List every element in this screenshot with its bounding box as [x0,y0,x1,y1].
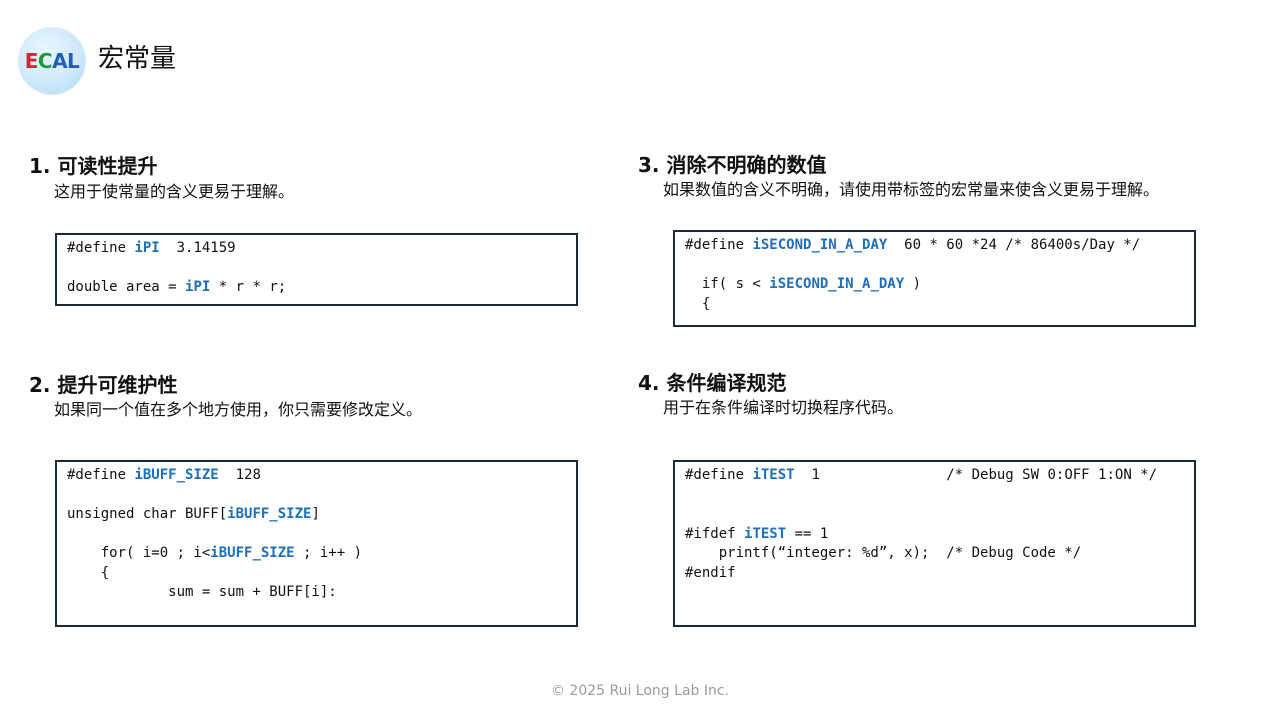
code-text: == 1 [786,525,829,542]
code-text: * r * r; [210,279,287,295]
code-text: ; i++ ) [294,545,363,561]
logo-letter: L [67,49,80,73]
code-line: unsigned char BUFF[iBUFF_SIZE] [67,505,566,525]
code-block: #define iTEST 1 /* Debug SW 0:OFF 1:ON *… [673,460,1196,627]
logo-letter: E [24,49,39,73]
code-text: unsigned char BUFF[ [67,506,228,522]
code-line [685,486,1184,506]
code-text: #define [67,467,135,483]
code-block: #define iBUFF_SIZE 128 unsigned char BUF… [55,460,578,627]
code-line: for( i=0 ; i<iBUFF_SIZE ; i++ ) [67,544,566,564]
code-line: #define iSECOND_IN_A_DAY 60 * 60 *24 /* … [685,236,1184,256]
code-line [67,486,566,506]
code-text: ) [904,276,922,292]
macro-name: iBUFF_SIZE [210,545,295,561]
section-description: 如果数值的含义不明确，请使用带标签的宏常量来使含义更易于理解。 [663,180,1160,199]
code-text: #ifdef [685,525,745,542]
macro-name: iPI [185,279,211,295]
code-line: #define iPI 3.14159 [67,239,566,259]
code-text: 1 /* Debug SW 0:OFF 1:ON */ [794,467,1158,483]
code-line: #endif [685,564,1184,584]
code-text: 128 [218,467,261,483]
macro-name: iSECOND_IN_A_DAY [769,276,905,292]
logo-letter: A [52,49,68,73]
macro-name: iTEST [752,467,795,483]
code-line: sum = sum + BUFF[i]: [67,583,566,603]
section-heading: 4. 条件编译规范 [638,371,787,395]
code-line: #ifdef iTEST == 1 [685,525,1184,545]
code-line [67,259,566,279]
code-line [685,256,1184,276]
macro-name: iBUFF_SIZE [134,467,219,483]
code-block: #define iPI 3.14159 double area = iPI * … [55,233,578,306]
logo-letter: C [37,49,53,73]
code-text: #define [685,467,753,483]
code-text: #define [67,240,135,256]
code-line: #define iTEST 1 /* Debug SW 0:OFF 1:ON *… [685,466,1184,486]
macro-name: iBUFF_SIZE [227,506,312,522]
code-text: #define [685,237,753,253]
code-text: { [67,564,110,581]
code-line: { [67,564,566,584]
section-description: 这用于使常量的含义更易于理解。 [54,182,295,201]
code-line: { [685,295,1184,315]
page-title: 宏常量 [98,44,177,74]
section-heading: 1. 可读性提升 [29,154,158,178]
section-description: 用于在条件编译时切换程序代码。 [663,398,904,417]
macro-name: iTEST [744,525,787,542]
code-block: #define iSECOND_IN_A_DAY 60 * 60 *24 /* … [673,230,1196,327]
section-description: 如果同一个值在多个地方使用，你只需要修改定义。 [54,400,423,419]
code-text: ] [311,506,320,522]
copyright-footer: © 2025 Rui Long Lab Inc. [550,683,730,699]
section-heading: 3. 消除不明确的数值 [638,153,827,177]
code-text: { [685,295,711,312]
macro-name: iSECOND_IN_A_DAY [752,237,888,253]
code-text: if( s < [685,276,770,292]
code-text: 60 * 60 *24 /* 86400s/Day */ [887,237,1141,253]
code-line: if( s < iSECOND_IN_A_DAY ) [685,275,1184,295]
code-line: printf(“integer: %d”, x); /* Debug Code … [685,544,1184,564]
code-text: sum = sum + BUFF[i]: [67,584,337,600]
code-text: 3.14159 [159,240,236,256]
code-line [685,505,1184,525]
macro-name: iPI [134,240,160,256]
section-heading: 2. 提升可维护性 [29,373,178,397]
code-text: #endif [685,564,736,581]
code-text: double area = [67,279,186,295]
code-line [67,525,566,545]
code-text: printf(“integer: %d”, x); /* Debug Code … [685,545,1082,561]
code-text: for( i=0 ; i< [67,545,211,561]
code-line: double area = iPI * r * r; [67,278,566,298]
code-line: #define iBUFF_SIZE 128 [67,466,566,486]
